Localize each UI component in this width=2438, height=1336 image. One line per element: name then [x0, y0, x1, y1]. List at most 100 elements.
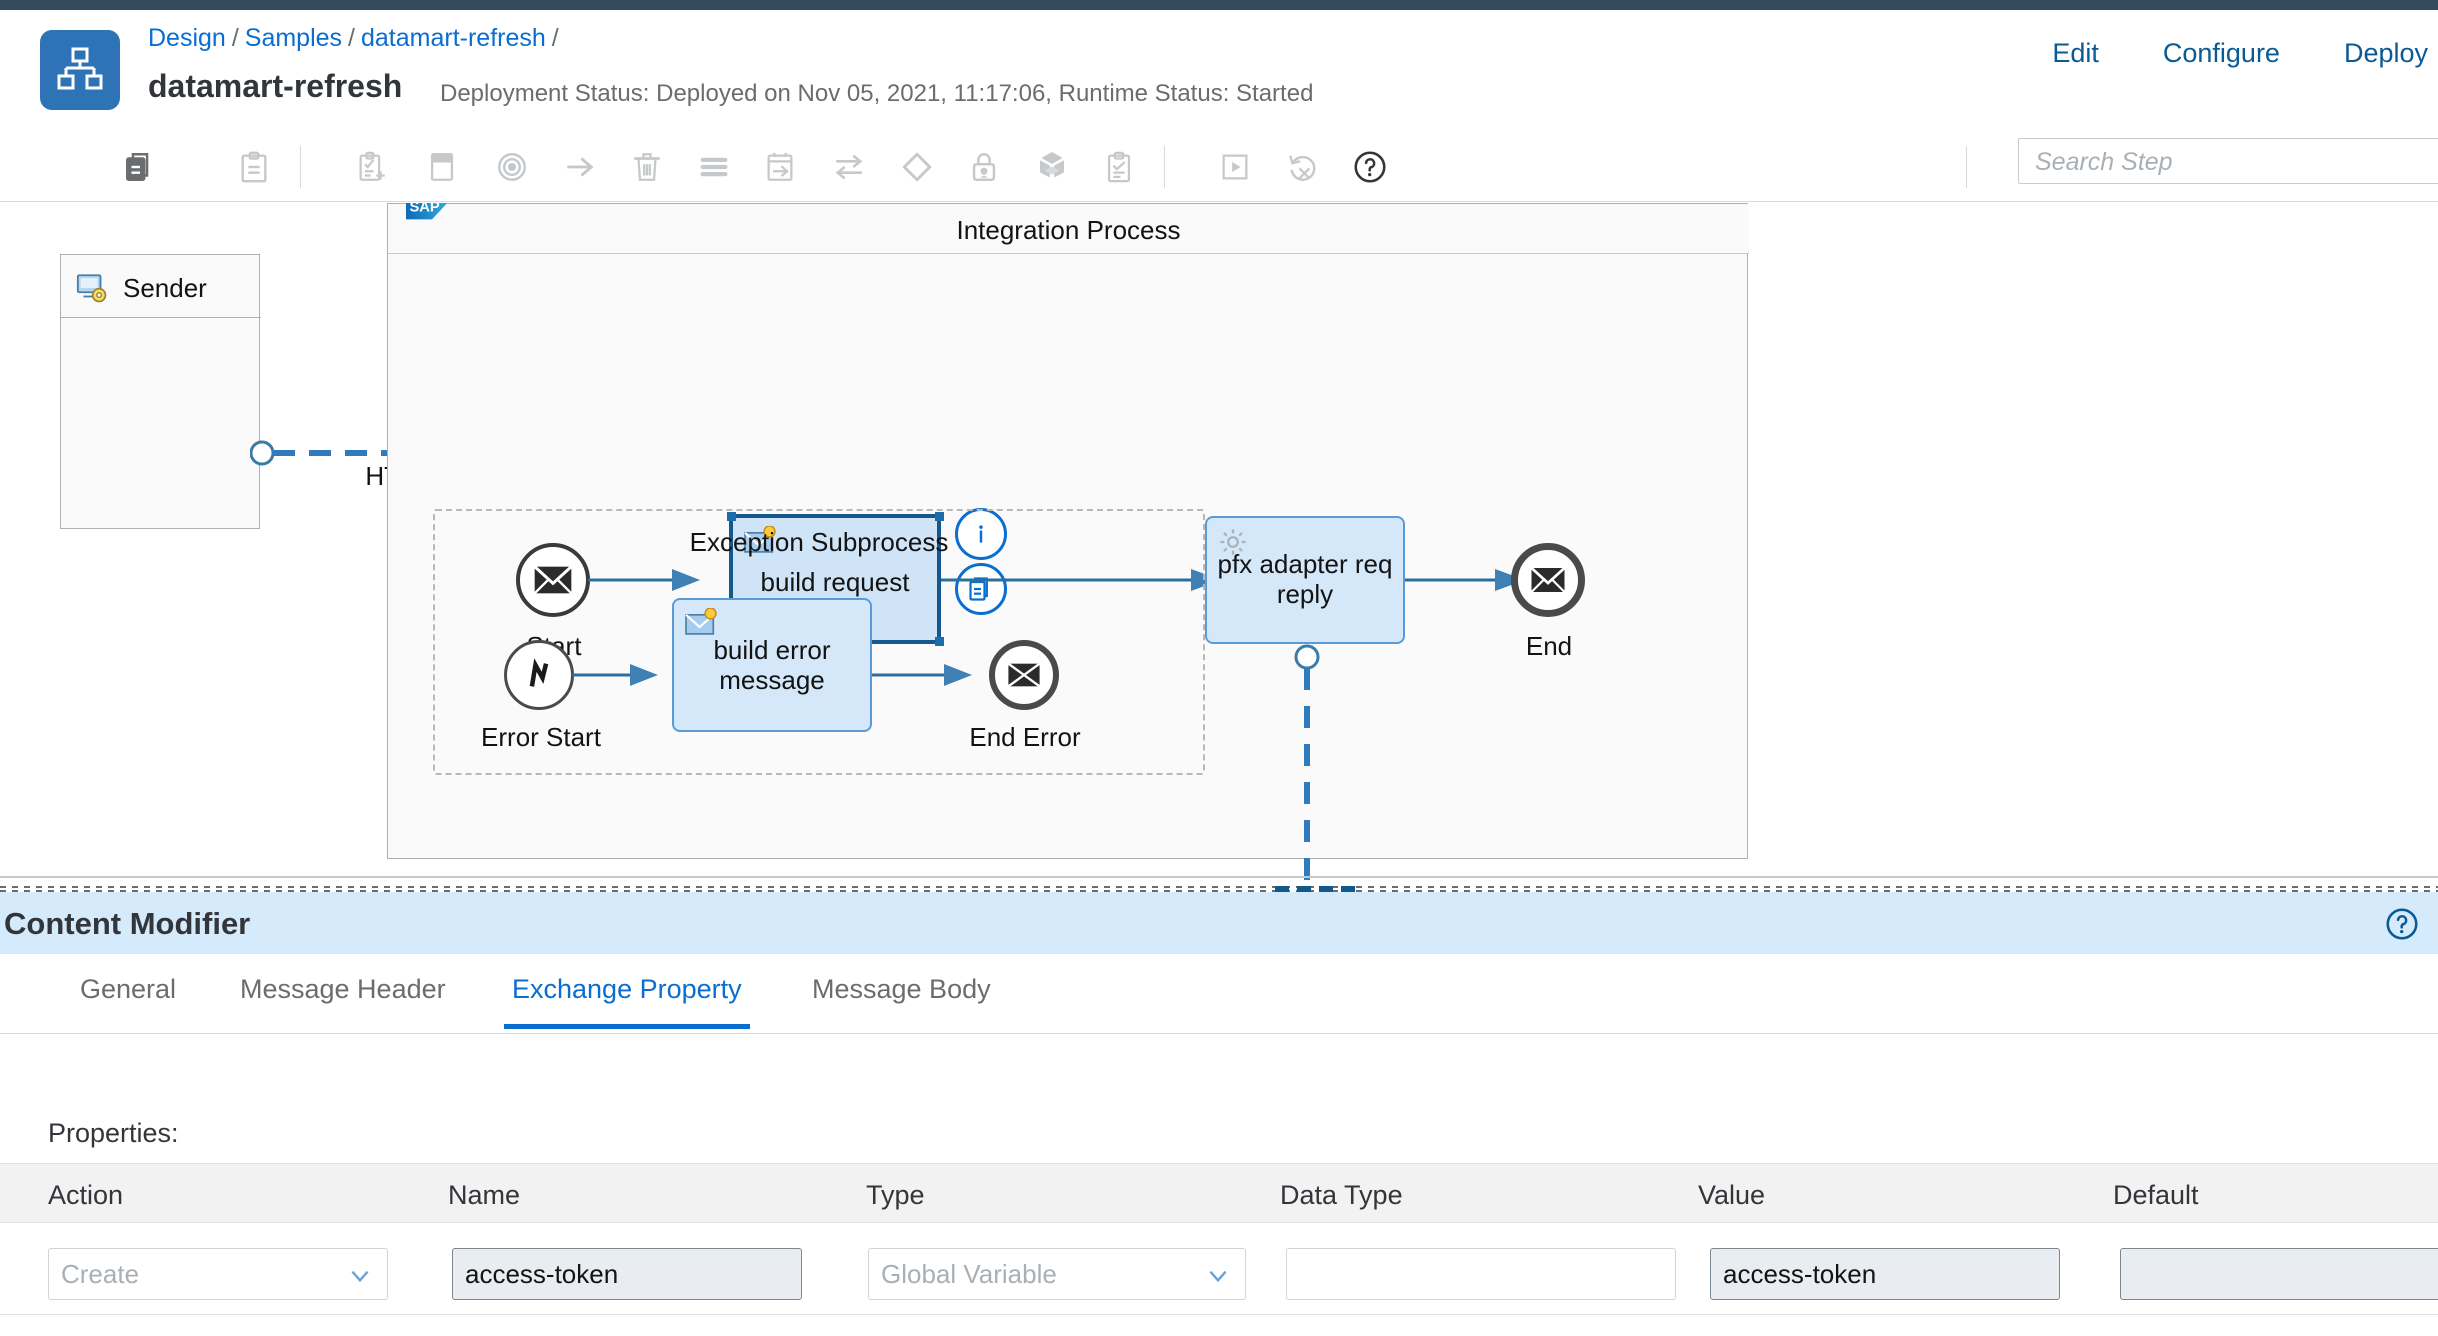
selection-handle[interactable] — [935, 637, 944, 646]
content-modifier-icon — [743, 525, 777, 561]
connector-error-start-to-build-error — [572, 664, 658, 686]
sap-logo: SAP — [406, 203, 448, 220]
search-step-input[interactable]: Search Step — [2018, 138, 2438, 184]
column-header-default: Default — [2113, 1180, 2199, 1210]
default-input[interactable] — [2120, 1248, 2438, 1300]
content-modifier-icon — [684, 607, 718, 643]
calendar-arrow-icon — [758, 145, 802, 189]
node-end-error[interactable] — [989, 640, 1059, 710]
sender-label: Sender — [123, 273, 207, 303]
column-header-type: Type — [866, 1180, 925, 1210]
node-pfx-adapter-label-line1: pfx adapter req — [1217, 549, 1393, 579]
selection-handle[interactable] — [935, 512, 944, 521]
node-build-error-label-line2: message — [719, 665, 825, 695]
panel-title: Content Modifier — [4, 906, 251, 941]
add-task-icon — [350, 145, 394, 189]
column-header-value: Value — [1698, 1180, 1766, 1210]
panel-tabs: General Message Header Exchange Property… — [0, 954, 2438, 1034]
node-build-error-message[interactable]: build error message — [672, 598, 872, 732]
node-end-label: End — [1525, 631, 1573, 661]
tab-general[interactable]: General — [80, 974, 177, 1004]
undo-trace-icon — [1281, 145, 1325, 189]
toolbar-divider-1 — [300, 146, 301, 188]
connector-build-error-to-end-error — [872, 664, 972, 686]
breadcrumb-item-design[interactable]: Design — [148, 24, 226, 52]
sender-header: Sender — [61, 255, 261, 318]
breadcrumb: Design/Samples/datamart-refresh/ — [148, 24, 559, 52]
node-error-start[interactable] — [504, 640, 574, 710]
header-actions: Edit Configure Deploy — [1988, 28, 2438, 78]
message-icon — [1530, 567, 1566, 593]
breadcrumb-item-datamart-refresh[interactable]: datamart-refresh — [361, 24, 546, 52]
breadcrumb-item-samples[interactable]: Samples — [244, 24, 343, 52]
chevron-down-icon — [347, 1263, 373, 1296]
exception-subprocess-label: Exception Subprocess — [689, 527, 949, 557]
page-header: Design/Samples/datamart-refresh/ datamar… — [0, 10, 2438, 132]
clipboard-check-icon — [1097, 145, 1141, 189]
action-dropdown[interactable]: Create — [48, 1248, 388, 1300]
help-circle-icon[interactable] — [2384, 906, 2420, 947]
deploy-button[interactable]: Deploy — [2343, 37, 2428, 68]
data-type-input[interactable] — [1286, 1248, 1676, 1300]
node-error-start-label: Error Start — [481, 722, 601, 752]
panel-resize-handle[interactable] — [0, 886, 2438, 892]
tab-message-header[interactable]: Message Header — [240, 974, 446, 1004]
exception-subprocess[interactable]: Exception Subprocess — [433, 509, 1205, 775]
arrow-right-icon — [558, 145, 602, 189]
tab-exchange-property[interactable]: Exchange Property — [504, 974, 750, 1029]
node-end-error-label: End Error — [969, 722, 1081, 752]
chevron-down-icon — [1205, 1263, 1231, 1296]
type-dropdown-value: Global Variable — [881, 1259, 1057, 1289]
column-header-data-type: Data Type — [1280, 1180, 1403, 1210]
sender-participant[interactable]: Sender — [60, 254, 261, 529]
svg-text:SAP: SAP — [409, 203, 439, 216]
copy-icon[interactable] — [118, 145, 162, 189]
iflow-canvas[interactable]: Sender HTTPS SAP Integration Process — [0, 203, 2438, 881]
tab-message-body[interactable]: Message Body — [812, 974, 991, 1004]
connector-pfx-to-end — [1405, 569, 1525, 591]
value-input[interactable]: access-token — [1710, 1248, 2060, 1300]
connector-start-to-build-request — [588, 569, 700, 591]
error-bolt-icon — [529, 658, 549, 687]
play-icon — [1213, 145, 1257, 189]
canvas-bottom-border — [0, 876, 2438, 878]
integration-flow-icon — [40, 30, 120, 110]
name-input[interactable]: access-token — [452, 1248, 802, 1300]
node-pfx-adapter-label-line2: reply — [1276, 579, 1334, 609]
menu-icon — [692, 145, 736, 189]
lock-icon — [962, 145, 1006, 189]
integration-process-pool[interactable]: SAP Integration Process — [387, 203, 1749, 859]
column-header-action: Action — [48, 1180, 124, 1210]
copy-badge-icon[interactable] — [955, 563, 1007, 615]
configure-button[interactable]: Configure — [2162, 37, 2280, 68]
integration-process-label: Integration Process — [956, 215, 1181, 245]
node-start[interactable] — [516, 543, 590, 617]
error-message-icon — [1007, 662, 1041, 688]
type-dropdown[interactable]: Global Variable — [868, 1248, 1246, 1300]
name-input-value: access-token — [465, 1259, 619, 1289]
shell-top-bar — [0, 0, 2438, 10]
event-icon — [490, 145, 534, 189]
node-end[interactable] — [1511, 543, 1585, 617]
deployment-status-text: Deployment Status: Deployed on Nov 05, 2… — [440, 80, 1314, 107]
integration-process-header: SAP Integration Process — [388, 203, 1749, 254]
page-title: datamart-refresh — [148, 68, 403, 104]
swap-arrows-icon — [827, 145, 871, 189]
column-header-name: Name — [448, 1180, 521, 1210]
trash-icon — [625, 145, 669, 189]
search-placeholder: Search Step — [2035, 148, 2173, 176]
edit-button[interactable]: Edit — [2052, 37, 2099, 68]
panel-resize-grip-marks[interactable] — [1275, 886, 1475, 892]
toolbar-divider-3 — [1966, 146, 1967, 188]
help-circle-icon[interactable] — [1348, 145, 1392, 189]
diamond-icon — [895, 145, 939, 189]
request-reply-gear-icon — [1217, 526, 1249, 563]
selection-handle[interactable] — [727, 512, 736, 521]
node-build-error-label-line1: build error — [713, 635, 831, 665]
connector-pfx-external — [1294, 644, 1320, 881]
node-pfx-adapter-req-reply[interactable]: pfx adapter req reply — [1205, 516, 1405, 644]
message-icon — [533, 565, 573, 595]
action-dropdown-value: Create — [61, 1259, 140, 1289]
cube-icon — [1030, 145, 1074, 189]
